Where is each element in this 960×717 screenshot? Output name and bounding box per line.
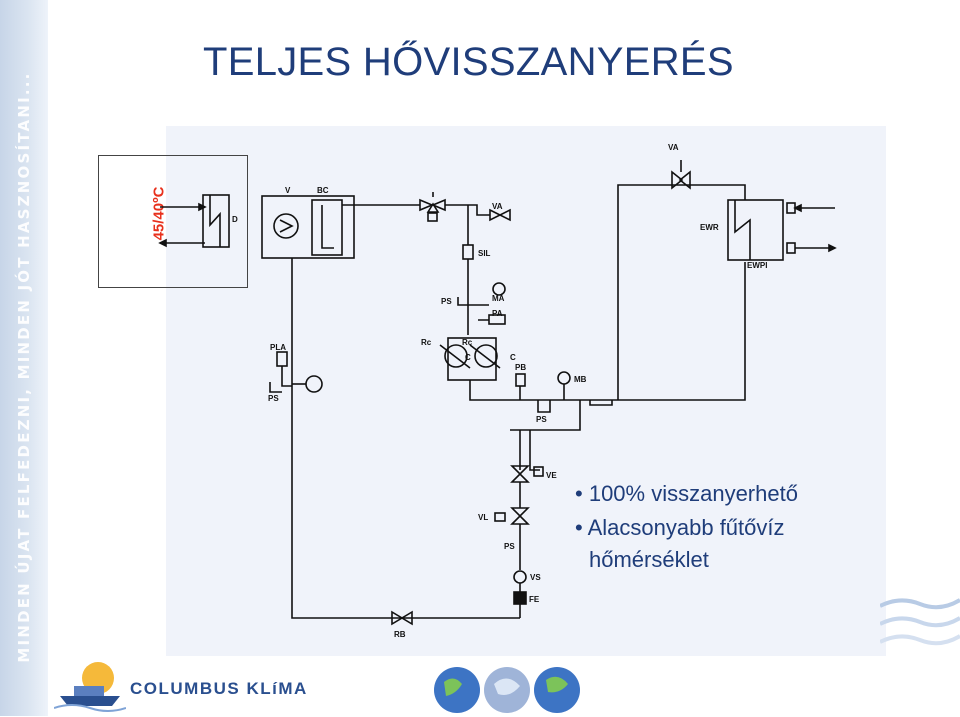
label-vs: VS	[530, 573, 541, 582]
exchanger-d-zigzag	[209, 195, 221, 247]
label-v: V	[285, 186, 291, 195]
three-way-valve-bottom	[426, 202, 440, 213]
exchanger-d-symbol	[202, 194, 230, 248]
label-ps-2: PS	[536, 415, 547, 424]
heat-exchanger-frame	[98, 155, 248, 288]
label-va-top: VA	[668, 143, 679, 152]
ve-actuator	[533, 466, 544, 477]
va-valve-left	[489, 208, 502, 222]
ps-connection	[457, 297, 478, 306]
pa-connections	[478, 304, 489, 321]
ewr-zigzag	[734, 200, 751, 260]
rb-valve-right	[400, 610, 413, 626]
label-d: D	[232, 215, 238, 224]
label-c-2: C	[510, 353, 516, 362]
pipe-right-vertical	[700, 262, 746, 401]
compressor-arrows	[439, 344, 501, 369]
compressor-unit-box	[261, 195, 355, 259]
pipe-top-right	[445, 204, 490, 216]
sil-symbol	[462, 244, 474, 260]
bc-symbol	[311, 199, 343, 256]
label-ewpi: EWPI	[747, 261, 767, 270]
va-top-valve-left	[671, 170, 684, 190]
label-pa: PA	[492, 309, 503, 318]
company-logo-text: COLUMBUS KLíMA	[130, 679, 308, 698]
pipe-left-return	[617, 184, 680, 400]
ship-logo-icon	[54, 662, 126, 712]
inlet-arrowhead	[198, 202, 207, 212]
valve-actuator	[427, 212, 438, 222]
decorative-waves	[880, 598, 960, 646]
pipe-liquid-3	[529, 430, 540, 471]
vl-valve-bottom	[510, 514, 530, 525]
label-fe: FE	[529, 595, 540, 604]
compressor-2	[474, 344, 498, 368]
ve-valve-bottom	[510, 472, 530, 483]
ve-valve-top	[510, 465, 530, 476]
globe-icons	[434, 667, 580, 713]
ps-lower-symbol	[537, 400, 551, 413]
label-pb: PB	[515, 363, 526, 372]
outlet-arrowhead	[158, 238, 167, 248]
ewr-port-2	[786, 242, 796, 254]
label-ps-1: PS	[441, 297, 452, 306]
pb-symbol	[515, 373, 526, 387]
vs-sight-glass	[513, 570, 527, 584]
pipe-top-ewr	[680, 184, 746, 200]
pipe-bottom-collector	[469, 380, 700, 401]
ps-left-symbol	[269, 382, 282, 393]
sidebar-banner: MINDEN ÚJAT FELFEDEZNI, MINDEN JÓT HASZN…	[0, 0, 48, 716]
slide-title: TELJES HŐVISSZANYERÉS	[203, 40, 734, 84]
ma-gauge	[492, 282, 506, 296]
label-pla: PLA	[270, 343, 286, 352]
compressor-v-symbol	[273, 213, 299, 239]
va-top-valve-right	[678, 170, 691, 190]
label-ma: MA	[492, 294, 505, 303]
label-sil: SIL	[478, 249, 491, 258]
vl-actuator	[494, 512, 506, 522]
left-gauge	[305, 375, 323, 393]
label-bc: BC	[317, 186, 329, 195]
vl-valve-top	[510, 507, 530, 518]
label-ve: VE	[546, 471, 557, 480]
rb-valve-left	[391, 610, 404, 626]
compressor-1	[444, 344, 468, 368]
pipe-liquid-1	[510, 400, 581, 431]
three-way-valve-right	[430, 198, 446, 212]
label-va-mid: VA	[492, 202, 503, 211]
label-vl: VL	[478, 513, 488, 522]
bullet-list: • 100% visszanyerhető • Alacsonyabb fűtő…	[575, 480, 798, 574]
pipe-bracket	[589, 400, 613, 406]
mb-gauge	[557, 371, 571, 385]
label-mb: MB	[574, 375, 587, 384]
label-rc-2: Rc	[462, 338, 473, 347]
pla-symbol	[276, 351, 288, 367]
label-rc-1: Rc	[421, 338, 432, 347]
label-ps-4: PS	[504, 542, 515, 551]
pla-line	[281, 366, 292, 387]
label-ps-3: PS	[268, 394, 279, 403]
bullet-item-1: • 100% visszanyerhető	[575, 481, 798, 506]
label-rb: RB	[394, 630, 406, 639]
bc-inner-line	[321, 205, 334, 249]
label-c-1: C	[465, 353, 471, 362]
bullet-item-2-continuation: hőmérséklet	[589, 547, 709, 572]
ewr-exchanger	[727, 199, 784, 261]
three-way-valve-left	[419, 198, 435, 212]
compressor-v-arrow	[279, 219, 294, 233]
pipe-return-left	[291, 258, 520, 619]
fe-filter	[513, 591, 527, 605]
va-valve-right	[498, 208, 511, 222]
label-ewr: EWR	[700, 223, 719, 232]
bullet-item-2: • Alacsonyabb fűtővíz	[575, 515, 785, 540]
